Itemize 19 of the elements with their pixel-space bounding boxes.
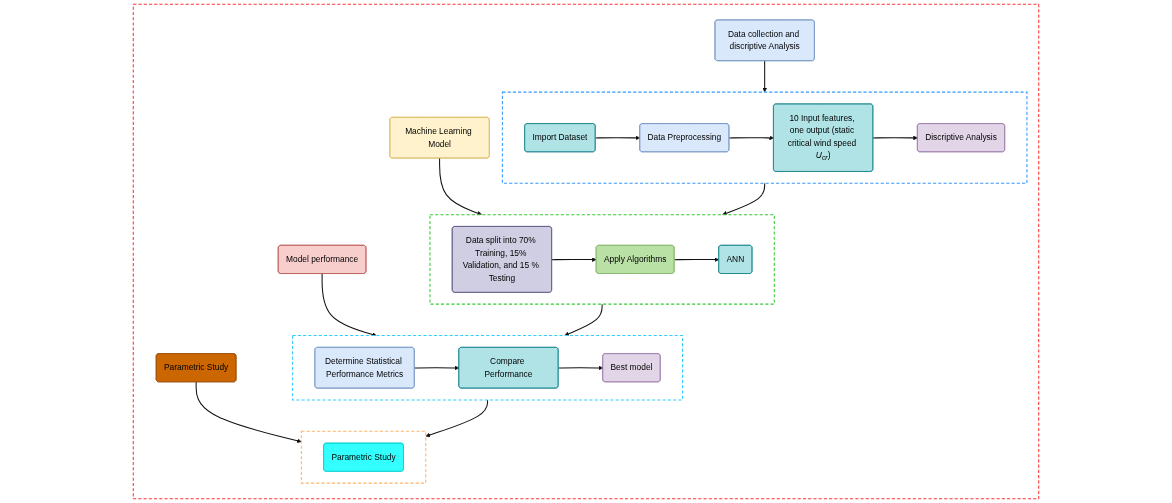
arrow — [551, 257, 597, 262]
arrow — [728, 135, 774, 141]
cluster — [300, 430, 427, 484]
cluster — [501, 91, 1028, 184]
arrow — [414, 365, 460, 371]
arrow — [673, 257, 720, 262]
arrow — [425, 399, 489, 438]
arrow — [594, 135, 641, 141]
arrow — [557, 365, 604, 371]
arrow — [439, 157, 482, 216]
arrow — [722, 182, 766, 216]
arrow — [321, 273, 377, 337]
arrow — [872, 135, 918, 141]
arrow — [564, 303, 603, 337]
arrow — [195, 381, 302, 443]
cluster — [292, 335, 683, 401]
cluster — [132, 3, 1040, 500]
arrow — [762, 60, 767, 93]
cluster — [429, 214, 775, 305]
